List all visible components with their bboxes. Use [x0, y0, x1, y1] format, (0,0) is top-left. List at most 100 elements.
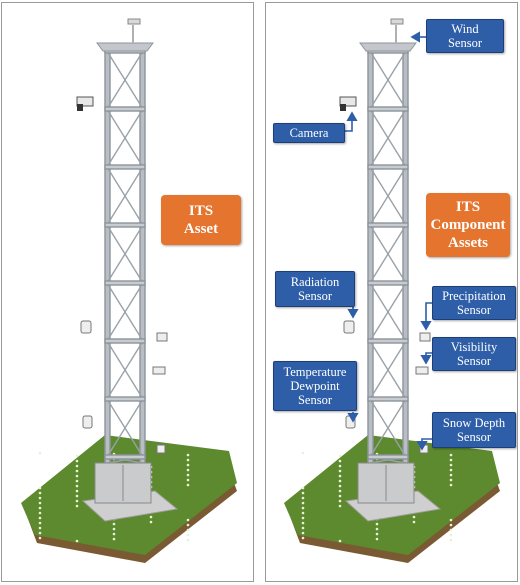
grass-flower: [75, 479, 79, 483]
grass-flower: [375, 532, 379, 536]
label-line: Dewpoint: [290, 379, 340, 393]
grass-flower: [186, 453, 190, 457]
grass-flower: [301, 451, 305, 455]
label-line: Wind: [451, 22, 479, 36]
tower-brace: [106, 108, 144, 168]
radiation-sensor: [80, 320, 92, 334]
grass-flower: [338, 454, 342, 458]
tower-brace: [106, 224, 144, 284]
tower-top-plate: [359, 42, 417, 52]
label-line: Sensor: [456, 430, 492, 444]
label-line: Camera: [289, 126, 329, 140]
grass-flower: [375, 537, 379, 541]
tower-brace: [369, 224, 407, 284]
tower-brace: [369, 282, 407, 342]
grass-flower: [338, 539, 342, 543]
badge-line: ITS: [188, 203, 214, 219]
grass-flower: [75, 504, 79, 508]
grass-flower: [112, 527, 116, 531]
tower-top-plate: [96, 42, 154, 52]
camera-lens: [340, 104, 346, 111]
grass-flower: [301, 511, 305, 515]
grass-flower: [75, 474, 79, 478]
tower-crossbar: [104, 454, 146, 460]
grass-flower: [38, 496, 42, 500]
camera-label: Camera: [273, 123, 345, 143]
grass-flower: [38, 511, 42, 515]
grass-flower: [301, 496, 305, 500]
grass-flower: [112, 532, 116, 536]
grass-flower: [301, 501, 305, 505]
grass-flower: [75, 539, 79, 543]
grass-flower: [38, 491, 42, 495]
grass-flower: [38, 521, 42, 525]
label-line: Sensor: [297, 393, 333, 407]
camera: [76, 96, 94, 107]
tower-brace: [369, 50, 407, 110]
grass-flower: [338, 499, 342, 503]
grass-flower: [75, 459, 79, 463]
callout-arrows: [344, 31, 432, 451]
grass-flower: [449, 453, 453, 457]
camera-arrow: [344, 111, 358, 132]
camera: [339, 96, 357, 107]
snow-depth-sensor-label: Snow Depth Sensor: [432, 412, 516, 448]
tower-crossbar: [367, 454, 409, 460]
grass-flower: [449, 463, 453, 467]
grass-flower: [338, 469, 342, 473]
grass-flower: [186, 458, 190, 462]
wind-sensor: [127, 18, 141, 25]
grass-flower: [449, 468, 453, 472]
grass-flower: [301, 531, 305, 535]
grass-flower: [301, 491, 305, 495]
grass-flower: [75, 499, 79, 503]
snow-depth-sensor-arrow: [416, 438, 432, 451]
badge-line: Asset: [183, 221, 219, 237]
grass-flower: [186, 473, 190, 477]
grass-flower: [375, 527, 379, 531]
tower-crossbar: [104, 338, 146, 344]
grass-flower: [186, 528, 190, 532]
weather-tower-illustration: [284, 18, 500, 563]
its-component-assets-badge: ITS Component Assets: [426, 193, 510, 257]
grass-flower: [375, 522, 379, 526]
tower-crossbar: [104, 396, 146, 402]
grass-flower: [75, 494, 79, 498]
tower-brace: [106, 282, 144, 342]
radiation-sensor-label: Radiation Sensor: [275, 271, 355, 307]
grass-flower: [338, 479, 342, 483]
label-line: Visibility: [450, 340, 498, 354]
tower-crossbar: [104, 164, 146, 170]
grass-flower: [338, 484, 342, 488]
visibility-sensor-label: Visibility Sensor: [432, 337, 516, 371]
label-line: Radiation: [290, 275, 340, 289]
label-line: Sensor: [447, 36, 483, 50]
grass-flower: [149, 520, 153, 524]
grass-flower: [338, 459, 342, 463]
grass-flower: [149, 515, 153, 519]
grass-flower: [301, 486, 305, 490]
visibility-sensor: [152, 366, 166, 375]
grass-flower: [75, 469, 79, 473]
grass-flower: [449, 473, 453, 477]
badge-line: Component: [430, 217, 506, 233]
camera-lens: [77, 104, 83, 111]
tower-brace: [106, 50, 144, 110]
grass-flower: [38, 516, 42, 520]
grass-flower: [75, 464, 79, 468]
grass-flower: [38, 506, 42, 510]
precipitation-sensor: [156, 332, 168, 342]
tower-crossbar: [104, 280, 146, 286]
wind-sensor-label: Wind Sensor: [426, 19, 504, 53]
lattice-tower: [104, 44, 146, 464]
grass-flower: [301, 521, 305, 525]
left-panel: ITS Asset: [1, 2, 254, 582]
right-panel: ITS Component Assets Wind Sensor Camera …: [265, 2, 518, 582]
grass-flower: [449, 478, 453, 482]
grass-flower: [338, 504, 342, 508]
temperature-sensor-label: Temperature Dewpoint Sensor: [273, 361, 357, 411]
grass-flower: [338, 489, 342, 493]
grass-flower: [449, 458, 453, 462]
tower-brace: [369, 340, 407, 400]
grass-flower: [112, 537, 116, 541]
